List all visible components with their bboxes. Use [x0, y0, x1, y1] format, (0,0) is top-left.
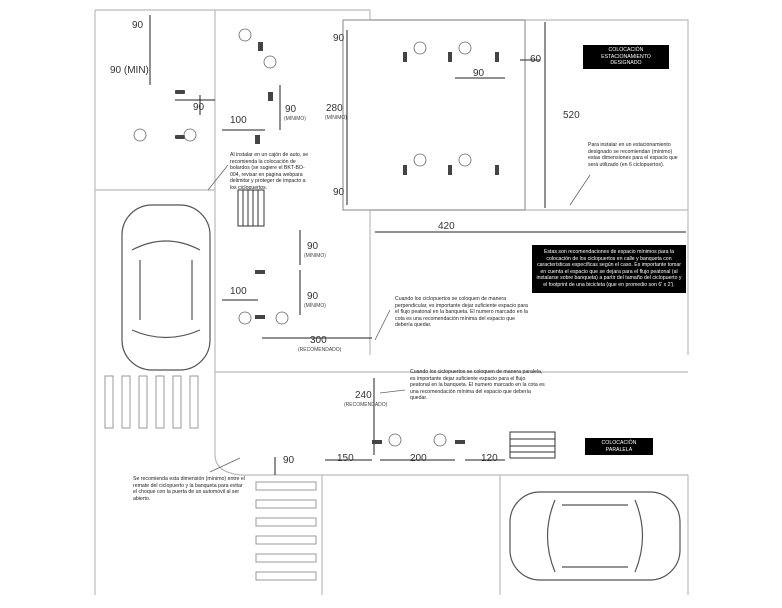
label-minimo-a: (MÍNIMO) [284, 116, 306, 122]
note-auto: Al instalar en un cajón de auto, se reco… [230, 152, 309, 191]
car-right [509, 491, 681, 581]
leader-lines [207, 164, 591, 473]
bicycles [133, 28, 472, 447]
dim-90-minimo-a: 90 [285, 104, 297, 115]
dim-240: 240 [355, 390, 372, 401]
note-door: Se recomienda esta dimensión (mínimo) en… [133, 476, 245, 502]
recommendation-box: Estas son recomendaciones de espacio mín… [532, 245, 686, 293]
label-recomendado-b: (RECOMENDADO) [344, 402, 388, 408]
car-left [121, 204, 211, 371]
label-minimo-d: (MÍNIMO) [304, 303, 326, 309]
note-perpendicular: Cuando los ciclopuertos se coloquen de m… [395, 296, 528, 329]
dim-200: 200 [410, 453, 427, 464]
dim-90-top: 90 [132, 20, 144, 31]
bollards [237, 189, 556, 459]
label-recomendado-a: (RECOMENDADO) [298, 347, 342, 353]
dim-90-min: 90 (MIN) [110, 65, 149, 76]
dim-90-p1: 90 [307, 241, 319, 252]
dim-300: 300 [310, 335, 327, 346]
dim-90-box-c: 90 [473, 68, 485, 79]
label-minimo-b: (MÍNIMO) [325, 115, 347, 121]
dim-90-street: 90 [283, 455, 295, 466]
dim-100-b: 100 [230, 286, 247, 297]
dim-60: 60 [530, 54, 542, 65]
bike-racks [175, 42, 499, 444]
dim-90-mid: 90 [193, 102, 205, 113]
parallel-title: COLOCACIÓN PARALELA [585, 438, 653, 456]
dim-150: 150 [337, 453, 354, 464]
dim-90-box: 90 [333, 33, 345, 44]
dim-120: 120 [481, 453, 498, 464]
crosswalk-bottom [255, 481, 317, 581]
dim-520: 520 [563, 110, 580, 121]
note-designated: Para instalar en un estacionamiento desi… [588, 142, 678, 168]
designated-title: COLOCACIÓN ESTACIONAMIENTO DESIGNADO [583, 45, 669, 69]
crosswalk-left [104, 375, 199, 429]
label-minimo-c: (MÍNIMO) [304, 253, 326, 259]
note-parallel: Cuando los ciclopuertos se coloquen de m… [410, 369, 545, 402]
dim-100-a: 100 [230, 115, 247, 126]
dim-280: 280 [326, 103, 343, 114]
dim-420: 420 [438, 221, 455, 232]
dim-90-box-b: 90 [333, 187, 345, 198]
dim-90-p2: 90 [307, 291, 319, 302]
